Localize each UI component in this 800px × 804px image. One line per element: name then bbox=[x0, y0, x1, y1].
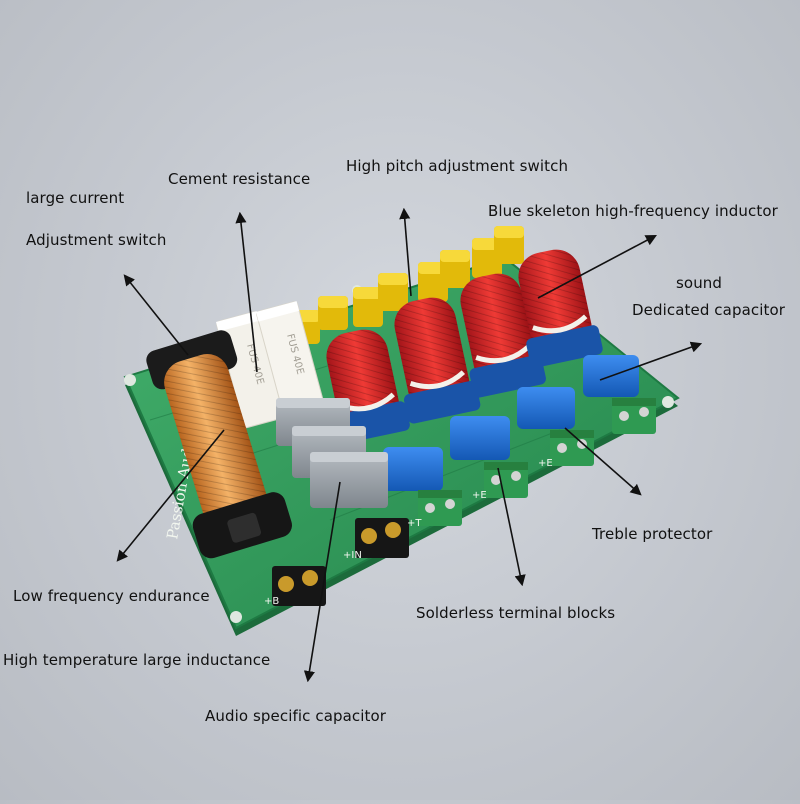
mounting-hole bbox=[230, 611, 242, 623]
copper-inductor bbox=[146, 330, 292, 559]
label-sound: sound bbox=[676, 274, 723, 292]
label-audio-specific-capacitor: Audio specific capacitor bbox=[205, 707, 387, 725]
arrow-audio-capacitor bbox=[303, 481, 341, 683]
arrow-high-pitch-switch bbox=[399, 207, 412, 297]
label-cement-resistance: Cement resistance bbox=[168, 170, 311, 188]
label-high-pitch-switch: High pitch adjustment switch bbox=[346, 157, 569, 175]
terminal-blocks bbox=[272, 398, 656, 606]
terminal-mark: +IN bbox=[343, 550, 362, 561]
label-blue-skeleton-inductor: Blue skeleton high-frequency inductor bbox=[488, 202, 778, 220]
label-high-temperature-inductance: High temperature large inductance bbox=[3, 651, 271, 669]
terminal-mark: +B bbox=[264, 596, 279, 607]
label-low-frequency-endurance: Low frequency endurance bbox=[13, 587, 210, 605]
arrow-cement-resistance bbox=[235, 211, 258, 373]
arrow-blue-skeleton-inductor bbox=[537, 234, 657, 299]
label-large-current: large current bbox=[26, 189, 125, 207]
terminal-mark: +E bbox=[538, 458, 553, 469]
mounting-hole bbox=[662, 396, 674, 408]
grey-audio-capacitors bbox=[276, 398, 388, 508]
label-treble-protector: Treble protector bbox=[592, 525, 713, 543]
label-dedicated-capacitor: Dedicated capacitor bbox=[632, 301, 785, 319]
mounting-hole bbox=[124, 374, 136, 386]
terminal-mark: +E bbox=[472, 490, 487, 501]
arrow-terminal-blocks bbox=[497, 467, 526, 587]
arrow-dedicated-capacitor bbox=[599, 341, 703, 381]
label-adjustment-switch: Adjustment switch bbox=[26, 231, 167, 249]
arrow-adjustment-switch bbox=[123, 274, 189, 356]
arrow-low-frequency bbox=[116, 429, 225, 562]
callout-arrows bbox=[116, 207, 703, 683]
label-solderless-terminal-blocks: Solderless terminal blocks bbox=[416, 604, 616, 622]
cement-resistors: FUS 40E FUS 40E bbox=[216, 301, 326, 429]
arrow-treble-protector bbox=[564, 427, 642, 496]
terminal-mark: +T bbox=[407, 518, 422, 529]
